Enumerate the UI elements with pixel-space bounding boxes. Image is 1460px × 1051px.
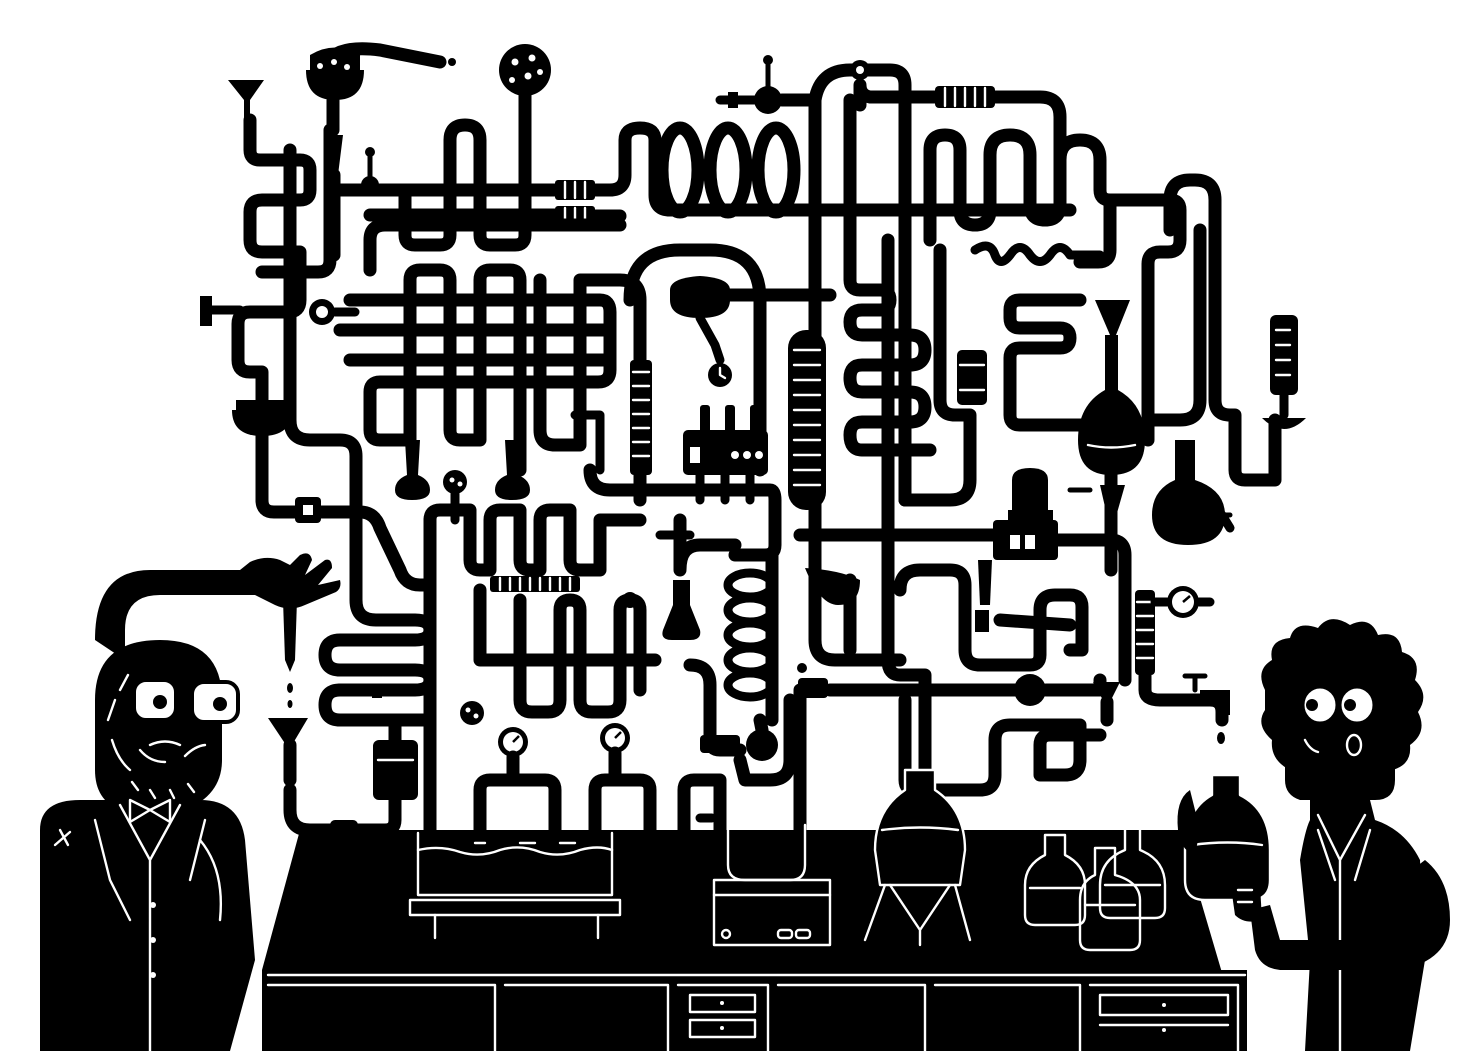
pipe-left-inner [283, 143, 407, 627]
pipe-left-outer [231, 113, 317, 519]
pipe-middle-left-s [363, 218, 627, 277]
left-valve-handle [200, 296, 212, 326]
black-ball-joint [1014, 674, 1046, 706]
dropper-vial-right [978, 560, 992, 605]
small-valve-knob [361, 176, 379, 194]
body-left [40, 800, 255, 1051]
water-drop-right [1217, 732, 1225, 744]
raised-arm [95, 553, 341, 660]
pressure-gauge-right [600, 723, 630, 753]
pipe-tank-gauges [473, 746, 727, 869]
pipe-top-right-wave [923, 90, 1067, 247]
pipe-middle-wave [423, 503, 647, 577]
pipe-left-mid-s [318, 613, 437, 697]
pipe-center-vertical [808, 93, 907, 667]
tall-coil-cylinder [788, 330, 826, 510]
hand-right [1230, 876, 1262, 922]
lower-right-valve [975, 610, 989, 632]
eyeglasses [132, 678, 240, 724]
dropper-flask-2 [495, 440, 530, 500]
sphere-stem-pipe [398, 88, 532, 252]
pipe-right-vertical-2 [1141, 223, 1207, 427]
dropper-flask-1 [395, 440, 430, 500]
pipe-left-to-cylinder [293, 505, 437, 592]
body-right [1300, 800, 1425, 1051]
open-mouth [1345, 733, 1363, 757]
horizontal-spring-middle [490, 576, 580, 592]
pressure-gauge-left [498, 727, 528, 757]
bow-tie [128, 798, 172, 824]
vertical-spring-left [630, 360, 652, 475]
pipe-right-e-shape [1003, 293, 1097, 432]
pipe-right-center-vertical [881, 233, 932, 817]
funnel-top-left-icon [228, 80, 264, 125]
dropper-in-hand [283, 600, 297, 672]
right-funnel-icon [1095, 300, 1130, 335]
eye-left [1301, 685, 1339, 725]
right-cylinder-small [957, 350, 987, 405]
pipe-center-lower [733, 683, 807, 857]
pipe-top-horizontal [333, 121, 1077, 217]
right-cone-flask-icon [1100, 485, 1125, 520]
right-vertical-spring [1135, 590, 1155, 675]
teardrop-bowl [805, 568, 860, 605]
bearded-scientist-glasses [40, 553, 341, 1051]
water-tank [408, 831, 622, 940]
dotted-sphere-icon [499, 44, 551, 96]
right-side-flask-icon [1152, 440, 1225, 545]
round-bowl-top-icon [306, 70, 364, 100]
pipe-middle-long-horizontal [333, 323, 617, 367]
spiral-coil [723, 568, 777, 702]
pipe-small-tap-center [673, 513, 742, 577]
left-low-funnel [268, 718, 308, 745]
pipe-through-machine [793, 528, 1132, 687]
center-dome-flask [670, 276, 730, 318]
pipe-right-long [1163, 173, 1282, 487]
pipe-maze [200, 42, 1306, 877]
top-spring [935, 86, 995, 108]
right-round-flask-icon [1078, 335, 1145, 475]
tripod-flask [863, 768, 972, 947]
right-bottle-hanging [1262, 315, 1306, 429]
pipe-center-dome [623, 243, 767, 477]
lower-center-coupler [700, 735, 740, 753]
top-coil-loops [655, 121, 801, 219]
top-valve-block [728, 92, 738, 108]
right-faucet-tap [1200, 690, 1230, 715]
pipe-small-zigzag [970, 241, 1105, 266]
dotted-knob-2 [460, 701, 484, 725]
pipe-right-bend [1073, 193, 1117, 269]
hot-plate-with-beaker [712, 823, 832, 947]
right-machine-box [993, 468, 1093, 560]
pipe-left-bottom-loop [318, 683, 437, 727]
bottles-group [1023, 820, 1167, 952]
head-left [95, 640, 222, 810]
center-lower-spring [798, 678, 828, 698]
pipe-small-tap [570, 410, 605, 475]
spout-drop-icon [448, 58, 456, 66]
dotted-knob-1 [443, 470, 467, 494]
pipe-middle-right-drop [533, 273, 647, 507]
center-triangle-flask [662, 580, 701, 640]
right-arm [1250, 860, 1450, 970]
inverted-funnel-icon [325, 135, 343, 175]
small-funnel-right [1093, 682, 1120, 702]
pipe-middle-loops [343, 263, 617, 477]
lab-bench [262, 830, 1247, 1051]
curly-haired-scientist [1177, 619, 1450, 1051]
left-filter-bowl [232, 410, 292, 436]
mini-valve-2 [622, 592, 638, 608]
pipe-lower-meander [473, 583, 662, 719]
left-jar-cylinder [373, 740, 418, 800]
eye-right [1338, 685, 1376, 725]
lower-round-flask [746, 729, 778, 761]
top-small-gauge [754, 86, 782, 114]
